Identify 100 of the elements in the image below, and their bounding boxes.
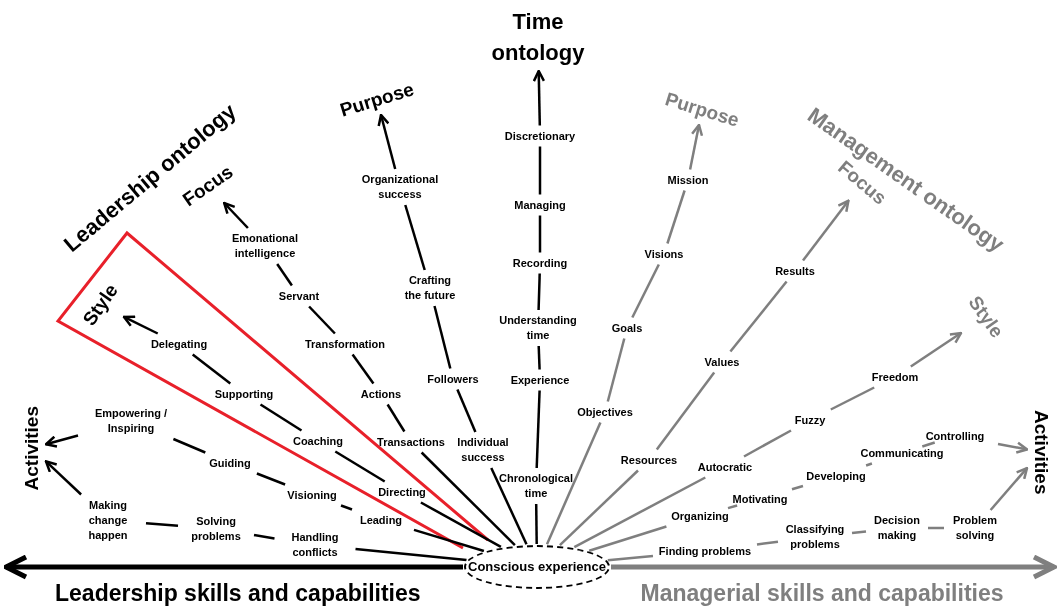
arrow bbox=[688, 123, 704, 170]
arrow bbox=[532, 69, 546, 126]
connector-line bbox=[355, 547, 467, 562]
ray-label: Fuzzy bbox=[785, 412, 835, 428]
ray-label: Managing bbox=[505, 197, 575, 213]
connector-line bbox=[607, 554, 654, 562]
ray-label: Chronological time bbox=[491, 471, 581, 501]
ray-label: Empowering / Inspiring bbox=[81, 406, 181, 436]
ray-label: Objectives bbox=[565, 404, 645, 420]
arrow bbox=[802, 199, 850, 262]
ray-label: Autocratic bbox=[687, 459, 763, 475]
connector-line bbox=[537, 273, 541, 311]
ray-label: Organizing bbox=[662, 508, 738, 524]
connector-line bbox=[928, 526, 944, 530]
arrow bbox=[611, 554, 1057, 580]
heading-text: Time ontology bbox=[483, 6, 593, 68]
ray-label: Problem solving bbox=[947, 513, 1003, 543]
connector-line bbox=[791, 484, 804, 491]
ray-label: Leading bbox=[351, 512, 411, 528]
ray-label: Experience bbox=[500, 372, 580, 388]
ray-label: Transformation bbox=[295, 336, 395, 352]
arrow bbox=[222, 201, 249, 229]
ray-label: Finding problems bbox=[656, 543, 754, 559]
connector-line bbox=[413, 528, 485, 553]
ray-label: Coaching bbox=[283, 433, 353, 449]
connector-line bbox=[538, 146, 542, 195]
connector-line bbox=[535, 390, 541, 469]
connector-line bbox=[537, 345, 541, 370]
ray-label: Discretionary bbox=[495, 128, 585, 144]
arrow bbox=[910, 331, 963, 368]
arrow bbox=[44, 460, 82, 496]
ray-label: Communicating bbox=[854, 445, 950, 461]
connector-line bbox=[538, 215, 542, 253]
ray-label: Understanding time bbox=[493, 313, 583, 343]
ray-label: Emonational intelligence bbox=[215, 231, 315, 261]
ray-label: Making change happen bbox=[73, 497, 143, 543]
connector-line bbox=[351, 353, 375, 385]
ray-label: Results bbox=[765, 263, 825, 279]
ray-label: Servant bbox=[269, 288, 329, 304]
heading-text: Activities bbox=[1030, 410, 1052, 495]
connector-line bbox=[420, 501, 502, 548]
ray-label: Controlling bbox=[915, 428, 995, 444]
connector-line bbox=[756, 540, 779, 546]
arrow bbox=[3, 554, 463, 580]
connector-line bbox=[404, 204, 426, 271]
connector-line bbox=[256, 472, 286, 486]
ray-label: Transactions bbox=[366, 434, 456, 450]
ray-label: Goals bbox=[602, 320, 652, 336]
connector-line bbox=[727, 504, 738, 510]
connector-line bbox=[851, 530, 867, 535]
connector-line bbox=[456, 389, 477, 433]
ray-label: Visions bbox=[634, 246, 694, 262]
connector-line bbox=[386, 403, 406, 433]
connector-line bbox=[534, 504, 538, 544]
dashed-ellipse: Conscious experience bbox=[464, 545, 610, 589]
ray-label: Solving problems bbox=[181, 514, 251, 544]
connector-line bbox=[259, 403, 303, 432]
ray-label: Organizational success bbox=[350, 172, 450, 202]
connector-line bbox=[588, 525, 667, 552]
ray-label: Recording bbox=[505, 255, 575, 271]
ray-label: Supporting bbox=[204, 386, 284, 402]
connector-line bbox=[865, 462, 873, 467]
connector-line bbox=[666, 190, 686, 244]
ray-label: Guiding bbox=[200, 455, 260, 471]
arrow bbox=[377, 113, 397, 170]
connector-line bbox=[606, 338, 626, 402]
ray-label: Decision making bbox=[869, 513, 925, 543]
connector-line bbox=[145, 521, 179, 528]
connector-line bbox=[490, 467, 528, 545]
heading-text: Activities bbox=[21, 406, 43, 491]
ray-label: Mission bbox=[658, 172, 718, 188]
arrow bbox=[44, 434, 79, 448]
connector-line bbox=[830, 386, 875, 411]
ray-label: Visioning bbox=[277, 487, 347, 503]
ray-label: Resources bbox=[611, 452, 687, 468]
ray-label: Values bbox=[692, 354, 752, 370]
connector-line bbox=[631, 263, 660, 319]
ray-label: Followers bbox=[418, 371, 488, 387]
ray-label: Classifying problems bbox=[781, 522, 849, 552]
connector-line bbox=[559, 469, 639, 546]
connector-line bbox=[729, 280, 788, 353]
connector-line bbox=[433, 305, 452, 369]
ray-label: Crafting the future bbox=[400, 273, 460, 303]
arrow bbox=[122, 315, 159, 335]
connector-line bbox=[545, 422, 602, 545]
arrow bbox=[997, 441, 1029, 454]
ray-label: Motivating bbox=[731, 491, 789, 507]
connector-line bbox=[191, 353, 232, 385]
connector-line bbox=[308, 305, 336, 335]
ray-label: Actions bbox=[351, 386, 411, 402]
connector-line bbox=[921, 441, 936, 448]
connector-line bbox=[655, 371, 716, 451]
connector-line bbox=[172, 437, 206, 454]
connector-line bbox=[420, 451, 516, 546]
ray-label: Freedom bbox=[862, 369, 928, 385]
ray-label: Handling conflicts bbox=[277, 530, 353, 560]
connector-line bbox=[743, 429, 792, 458]
ray-label: Developing bbox=[806, 468, 866, 484]
ray-label: Delegating bbox=[139, 336, 219, 352]
connector-line bbox=[334, 450, 386, 483]
